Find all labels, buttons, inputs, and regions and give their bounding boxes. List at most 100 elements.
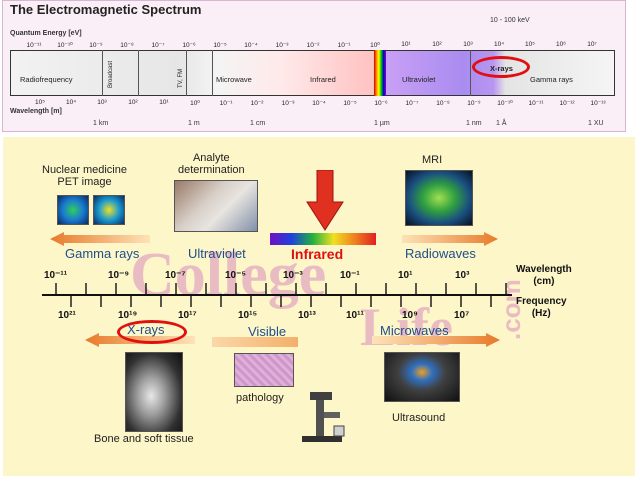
frequency-axis-tick: 10¹⁹ bbox=[118, 310, 138, 321]
wavelength-axis-label: Wavelength [m] bbox=[10, 108, 62, 115]
wavelength-axis-tick: 10¹ bbox=[398, 270, 413, 281]
microwaves-label: Microwaves bbox=[380, 323, 449, 338]
band-divider bbox=[212, 50, 213, 96]
energy-tick: 10⁻⁹ bbox=[89, 42, 103, 49]
wavelength-tick: 10⁻¹ bbox=[219, 100, 233, 107]
wavelength-tick: 10⁻³ bbox=[281, 100, 295, 107]
pet-image-right bbox=[93, 195, 125, 225]
wavelength-tick: 10⁻² bbox=[250, 100, 264, 107]
gamma-rays-arrow-icon bbox=[50, 232, 150, 246]
radiowaves-label: Radiowaves bbox=[405, 246, 476, 261]
gamma-rays-label: Gamma rays bbox=[65, 246, 140, 261]
frequency-axis-label: Frequency (Hz) bbox=[516, 296, 567, 319]
scale-mark: 1 nm bbox=[466, 120, 482, 127]
frequency-axis-tick: 10¹¹ bbox=[346, 310, 364, 321]
nuclear-medicine-label: Nuclear medicine PET image bbox=[42, 164, 127, 188]
scale-mark: 1 km bbox=[93, 120, 109, 127]
energy-tick: 10⁻¹⁰ bbox=[57, 42, 73, 49]
frequency-axis-tick: 10¹⁵ bbox=[238, 310, 258, 321]
wavelength-axis-tick: 10⁻¹¹ bbox=[44, 270, 68, 281]
energy-tick: 10³ bbox=[463, 41, 473, 48]
wavelength-axis-tick: 10⁻⁷ bbox=[165, 270, 186, 281]
down-arrow-icon bbox=[306, 170, 344, 231]
wavelength-tick: 10⁻⁷ bbox=[405, 100, 419, 107]
watermark-logo: College Life .com bbox=[130, 241, 526, 355]
wavelength-tick: 10⁻⁸ bbox=[436, 100, 450, 107]
analyte-label: Analyte determination bbox=[178, 152, 245, 176]
wavelength-tick: 10⁻¹² bbox=[559, 100, 575, 107]
wavelength-axis-tick: 10⁻⁹ bbox=[108, 270, 130, 281]
frequency-axis-tick: 10¹⁷ bbox=[178, 310, 197, 321]
xrays-highlight-circle bbox=[472, 56, 530, 78]
bone-xray-image bbox=[125, 352, 183, 432]
wavelength-axis-tick: 10⁻⁵ bbox=[225, 270, 247, 281]
band-divider bbox=[470, 50, 471, 96]
wavelength-tick: 10⁵ bbox=[35, 99, 45, 106]
pet-image-left bbox=[57, 195, 89, 225]
energy-tick: 10² bbox=[432, 41, 442, 48]
wavelength-tick: 10⁻¹¹ bbox=[528, 100, 544, 107]
microwaves-arrow-icon bbox=[372, 333, 500, 347]
band-divider bbox=[102, 50, 103, 96]
energy-tick: 10⁻⁴ bbox=[244, 42, 258, 49]
watermark-text-dotcom: .com bbox=[496, 279, 526, 340]
scale-mark: 1 m bbox=[188, 120, 200, 127]
energy-tick: 10⁻² bbox=[306, 42, 320, 49]
band-label-broadcast: Broadcast bbox=[108, 60, 114, 88]
infrared-color-bar bbox=[270, 233, 376, 245]
wavelength-axis-tick: 10⁻¹ bbox=[340, 270, 360, 281]
frequency-axis-tick: 10¹³ bbox=[298, 310, 316, 321]
infrared-label: Infrared bbox=[291, 246, 344, 262]
wavelength-tick: 10⁻¹³ bbox=[590, 100, 606, 107]
scale-mark: 1 Å bbox=[496, 120, 507, 127]
energy-tick: 10⁻¹¹ bbox=[26, 42, 42, 49]
microscope-icon bbox=[302, 392, 345, 442]
bone-tissue-label: Bone and soft tissue bbox=[94, 433, 194, 445]
wavelength-tick: 10⁻⁴ bbox=[312, 100, 326, 107]
wavelength-tick: 10² bbox=[128, 99, 138, 106]
energy-tick: 10⁰ bbox=[370, 42, 380, 49]
page-title: The Electromagnetic Spectrum bbox=[10, 2, 202, 17]
wavelength-tick: 10⁻⁵ bbox=[343, 100, 357, 107]
band-label-radiofrequency: Radiofrequency bbox=[20, 75, 73, 84]
energy-tick: 10⁵ bbox=[525, 41, 535, 48]
band-divider bbox=[138, 50, 139, 96]
energy-tick: 10⁻³ bbox=[275, 42, 289, 49]
wavelength-axis-tick: 10³ bbox=[455, 270, 470, 281]
visible-arrow-bar bbox=[212, 337, 298, 347]
energy-tick: 10⁴ bbox=[493, 41, 505, 48]
xrays-highlight-circle-lower bbox=[117, 320, 187, 344]
wavelength-tick: 10³ bbox=[97, 99, 107, 106]
band-label-tvfm: TV, FM bbox=[178, 68, 184, 88]
energy-tick: 10⁻⁵ bbox=[213, 42, 227, 49]
spectrum-axis-ticks bbox=[55, 283, 507, 307]
band-divider bbox=[186, 50, 187, 96]
wavelength-axis-tick: 10⁻³ bbox=[283, 270, 303, 281]
wavelength-tick: 10⁻⁹ bbox=[467, 100, 481, 107]
mri-image bbox=[405, 170, 473, 226]
frequency-axis-tick: 10⁷ bbox=[454, 310, 470, 321]
energy-tick: 10⁻⁶ bbox=[182, 42, 196, 49]
watermark-text-college: College bbox=[130, 241, 326, 309]
wavelength-tick: 10⁴ bbox=[65, 99, 77, 106]
wavelength-tick: 10⁻¹⁰ bbox=[497, 100, 513, 107]
band-label-microwave: Microwave bbox=[216, 75, 252, 84]
radiowaves-arrow-icon bbox=[402, 232, 498, 246]
band-label-ultraviolet: Ultraviolet bbox=[402, 75, 436, 84]
scale-mark: 1 cm bbox=[250, 120, 266, 127]
frequency-axis-tick: 10²¹ bbox=[58, 310, 76, 321]
scale-mark: 1 µm bbox=[374, 120, 390, 127]
energy-tick: 10⁻⁸ bbox=[120, 42, 134, 49]
visible-light-band bbox=[374, 50, 386, 96]
frequency-axis-tick: 10⁹ bbox=[402, 310, 418, 321]
energy-tick: 10⁷ bbox=[587, 41, 597, 48]
mri-label: MRI bbox=[422, 154, 443, 166]
ultrasound-image bbox=[384, 352, 460, 402]
ultrasound-label: Ultrasound bbox=[392, 412, 446, 424]
wavelength-tick: 10⁰ bbox=[190, 100, 200, 107]
scale-mark: 1 XU bbox=[588, 120, 604, 127]
wavelength-axis-label: Wavelength (cm) bbox=[516, 264, 572, 287]
energy-tick: 10¹ bbox=[401, 41, 411, 48]
band-label-gamma: Gamma rays bbox=[530, 75, 573, 84]
energy-tick: 10⁻⁷ bbox=[151, 42, 165, 49]
